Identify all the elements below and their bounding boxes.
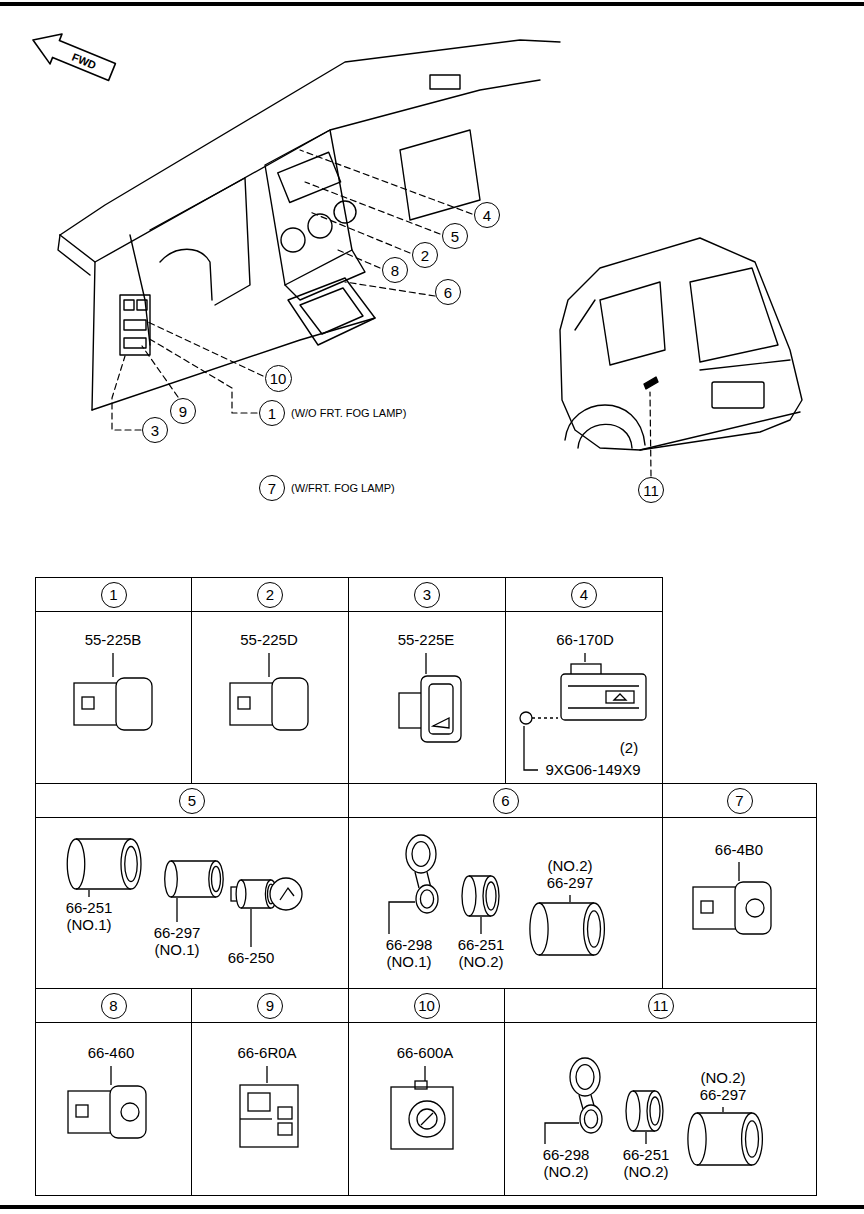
callout-number: 4 — [580, 587, 588, 602]
parts-cell: 10 66-600A — [348, 988, 505, 1196]
callout-circle: 4 — [474, 202, 500, 228]
callout-circle: 9 — [170, 398, 196, 424]
callout-number: 1 — [109, 587, 117, 602]
cell-header: 6 — [349, 784, 662, 818]
callout-number: 2 — [421, 248, 429, 263]
callout-circle: 2 — [412, 242, 438, 268]
callout-number: 5 — [188, 793, 196, 808]
part-number: 66-298 (NO.2) — [534, 1147, 598, 1180]
callout-number: 8 — [109, 998, 117, 1013]
callout-circle: 11 — [638, 477, 664, 503]
cell-header: 2 — [192, 578, 348, 612]
callout-number: 11 — [643, 483, 659, 498]
callout-number: 11 — [653, 998, 669, 1013]
parts-cell: 6 (NO.2) 66-297 66-298 (NO.1)66-251 (NO.2) — [348, 783, 663, 989]
part-number: (NO.2) 66-297 — [691, 1070, 755, 1103]
header-circle: 1 — [101, 582, 127, 608]
direction-label: FWD — [70, 50, 98, 71]
part-number: 55-225D — [240, 632, 298, 649]
callout-circle: 3 — [142, 417, 168, 443]
callout-number: 7 — [268, 481, 276, 496]
part-number: 66-600A — [397, 1045, 454, 1062]
callout-circle: 1 — [259, 400, 285, 426]
part-number: 66-170D — [556, 632, 614, 649]
part-number: 55-225E — [398, 632, 455, 649]
part-number: 66-4B0 — [715, 842, 763, 859]
part-icon — [36, 578, 192, 784]
part-number: 55-225B — [85, 632, 142, 649]
part-number: 66-250 — [228, 950, 275, 967]
callout-circle: 10 — [265, 365, 292, 392]
part-icon — [506, 578, 663, 784]
header-circle: 5 — [179, 788, 205, 814]
callout-number: 3 — [151, 423, 159, 438]
cell-header: 4 — [506, 578, 662, 612]
part-number: 66-297 (NO.1) — [145, 925, 209, 958]
part-icon — [36, 989, 192, 1196]
part-number: 66-251 (NO.2) — [449, 937, 513, 970]
part-icon — [349, 989, 505, 1196]
callout-circle: 7 — [259, 475, 285, 501]
part-number: (2) — [620, 740, 638, 757]
parts-cell: 8 66-460 — [35, 988, 192, 1196]
cell-header: 5 — [36, 784, 348, 818]
header-circle: 6 — [493, 788, 519, 814]
callout-number: 6 — [444, 285, 452, 300]
callout-number: 6 — [501, 793, 509, 808]
callout-number: 2 — [266, 587, 274, 602]
callout-number: 3 — [423, 587, 431, 602]
part-icon — [192, 578, 349, 784]
parts-cell: 5 66-251 (NO.1) 66-297 (NO.1) 66-250 — [35, 783, 349, 989]
parts-cell: 7 66-4B0 — [662, 783, 817, 989]
callout-circle: 5 — [442, 223, 468, 249]
cell-header: 11 — [505, 989, 816, 1023]
parts-cell: 2 55-225D — [191, 577, 349, 784]
header-circle: 9 — [257, 993, 283, 1019]
header-circle: 8 — [101, 993, 127, 1019]
parts-cell: 11 (NO.2) 66-297 66-298 (NO.2) 66-251 (NO.2… — [504, 988, 817, 1196]
part-number: 66-251 (NO.1) — [57, 900, 121, 933]
callout-number: 10 — [418, 998, 435, 1013]
header-circle: 11 — [648, 993, 674, 1019]
part-icon — [36, 784, 349, 989]
callout-number: 5 — [451, 229, 459, 244]
cell-header: 8 — [36, 989, 191, 1023]
part-number: 66-298 (NO.1) — [377, 937, 441, 970]
callout-circle: 6 — [435, 279, 461, 305]
header-circle: 7 — [727, 788, 753, 814]
callout-number: 9 — [266, 998, 274, 1013]
condition-note: (W/O FRT. FOG LAMP) — [291, 407, 406, 419]
part-icon — [349, 578, 506, 784]
callout-number: 7 — [735, 793, 743, 808]
header-circle: 10 — [414, 993, 440, 1019]
part-number: (NO.2) 66-297 — [538, 858, 602, 891]
parts-cell: 4 66-170D (2) 9XG06-149X9 — [505, 577, 663, 784]
callout-number: 4 — [483, 208, 491, 223]
callout-number: 10 — [270, 371, 287, 386]
header-circle: 2 — [257, 582, 283, 608]
callout-number: 9 — [179, 404, 187, 419]
part-number: 9XG06-149X9 — [545, 762, 640, 779]
cell-header: 7 — [663, 784, 816, 818]
part-icon — [192, 989, 349, 1196]
part-number: 66-6R0A — [237, 1045, 296, 1062]
callout-number: 8 — [391, 263, 399, 278]
callout-number: 1 — [268, 406, 276, 421]
part-number: 66-251 (NO.2) — [614, 1147, 678, 1180]
cell-header: 1 — [36, 578, 191, 612]
callout-circle: 8 — [382, 257, 408, 283]
cell-header: 10 — [349, 989, 504, 1023]
parts-cell: 3 55-225E — [348, 577, 506, 784]
condition-note: (W/FRT. FOG LAMP) — [291, 482, 395, 494]
cell-header: 9 — [192, 989, 348, 1023]
part-number: 66-460 — [88, 1045, 135, 1062]
header-circle: 3 — [414, 582, 440, 608]
cell-header: 3 — [349, 578, 505, 612]
header-circle: 4 — [571, 582, 597, 608]
part-icon — [663, 784, 817, 989]
parts-cell: 9 66-6R0A — [191, 988, 349, 1196]
parts-cell: 1 55-225B — [35, 577, 192, 784]
